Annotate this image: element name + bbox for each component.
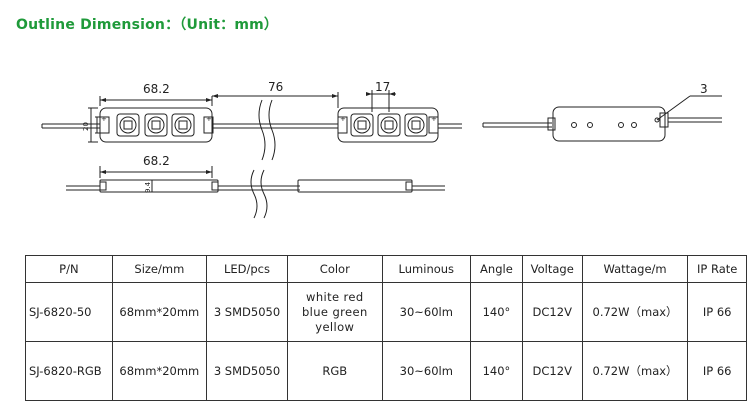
cell-wattage: 0.72W（max） [581, 282, 689, 342]
table-row: SJ-6820-50 68mm*20mm 3 SMD5050 white red… [25, 282, 747, 342]
cell-luminous: 30~60lm [381, 282, 472, 342]
cell-wattage: 0.72W（max） [581, 341, 689, 401]
table-header-row: P/N Size/mm LED/pcs Color Luminous Angle… [25, 255, 747, 283]
dim-width: 20 [82, 122, 90, 131]
cell-angle: 140° [470, 341, 523, 401]
section-title: Outline Dimension：（Unit：mm） [16, 14, 278, 34]
outline-drawing: + + + + 68.2 76 17 3 20 68.2 9.4 [41, 80, 722, 219]
cell-voltage: DC12V [521, 282, 583, 342]
spec-table: P/N Size/mm LED/pcs Color Luminous Angle… [25, 255, 747, 401]
module-front-left [41, 96, 338, 143]
dim-led-pitch: 17 [375, 80, 390, 94]
cell-size: 68mm*20mm [111, 341, 207, 401]
color-line: white red [306, 289, 364, 304]
svg-text:+: + [340, 115, 346, 123]
title-label: Outline Dimension [16, 17, 166, 33]
cell-angle: 140° [470, 282, 523, 342]
svg-text:+: + [206, 115, 212, 123]
dim-length: 68.2 [143, 82, 170, 96]
header-led: LED/pcs [205, 255, 289, 283]
header-angle: Angle [470, 255, 523, 283]
module-back-view [482, 95, 722, 142]
cell-pn: SJ-6820-RGB [25, 341, 113, 401]
header-ip: IP Rate [687, 255, 747, 283]
color-line: blue green [301, 304, 368, 319]
header-wattage: Wattage/m [581, 255, 689, 283]
table-row: SJ-6820-RGB 68mm*20mm 3 SMD5050 RGB 30~6… [25, 341, 747, 401]
cell-ip: IP 66 [687, 282, 747, 342]
cell-luminous: 30~60lm [381, 341, 472, 401]
cell-color: RGB [287, 341, 383, 401]
dim-wire-length: 76 [268, 80, 283, 94]
title-unit: （Unit：mm） [179, 17, 279, 33]
dim-hole: 3 [700, 82, 708, 96]
cell-size: 68mm*20mm [111, 282, 207, 342]
cell-voltage: DC12V [521, 341, 583, 401]
header-pn: P/N [25, 255, 113, 283]
header-color: Color [287, 255, 383, 283]
svg-text:+: + [431, 115, 437, 123]
cell-ip: IP 66 [687, 341, 747, 401]
cell-pn: SJ-6820-50 [25, 282, 113, 342]
cell-led: 3 SMD5050 [205, 341, 289, 401]
cell-color: white red blue green yellow [287, 282, 383, 342]
cell-led: 3 SMD5050 [205, 282, 289, 342]
module-front-right [337, 90, 462, 143]
header-voltage: Voltage [521, 255, 583, 283]
dim-height: 9.4 [144, 181, 152, 193]
header-size: Size/mm [111, 255, 207, 283]
break-mark-top [258, 99, 276, 161]
header-luminous: Luminous [381, 255, 472, 283]
dim-length-side: 68.2 [143, 154, 170, 168]
svg-text:+: + [101, 115, 107, 123]
color-line: yellow [315, 319, 355, 334]
title-colon: ： [165, 17, 180, 33]
module-side-view [66, 166, 445, 219]
